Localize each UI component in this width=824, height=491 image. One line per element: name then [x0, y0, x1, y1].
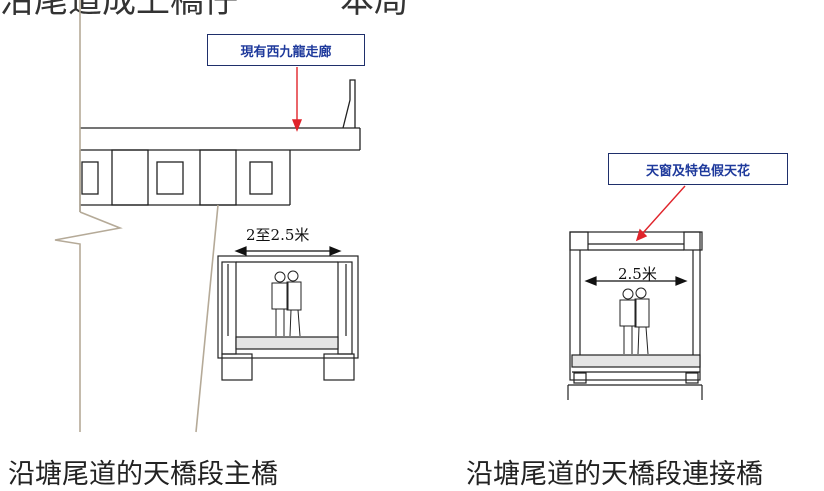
link-width-label: 2.5米 [618, 265, 657, 283]
existing-corridor [79, 79, 361, 212]
main-dim-arrow [234, 246, 342, 256]
link-people [619, 287, 650, 355]
skylight-tag: 天窗及特色假天花 [608, 153, 788, 185]
heading-partial: 沿尾道成上橋仔 本局 [0, 0, 408, 21]
main-bridge-caption: 沿塘尾道的天橋段主橋 [8, 459, 278, 490]
main-people [271, 270, 302, 337]
corridor-tag: 現有西九龍走廊 [207, 34, 365, 66]
link-bridge-section [567, 231, 703, 400]
red-pointers [291, 67, 686, 242]
link-bridge-caption: 沿塘尾道的天橋段連接橋 [466, 459, 763, 490]
pillar-lines [54, 0, 219, 433]
link-dim-arrow [584, 276, 688, 286]
main-width-label: 2至2.5米 [246, 226, 310, 244]
